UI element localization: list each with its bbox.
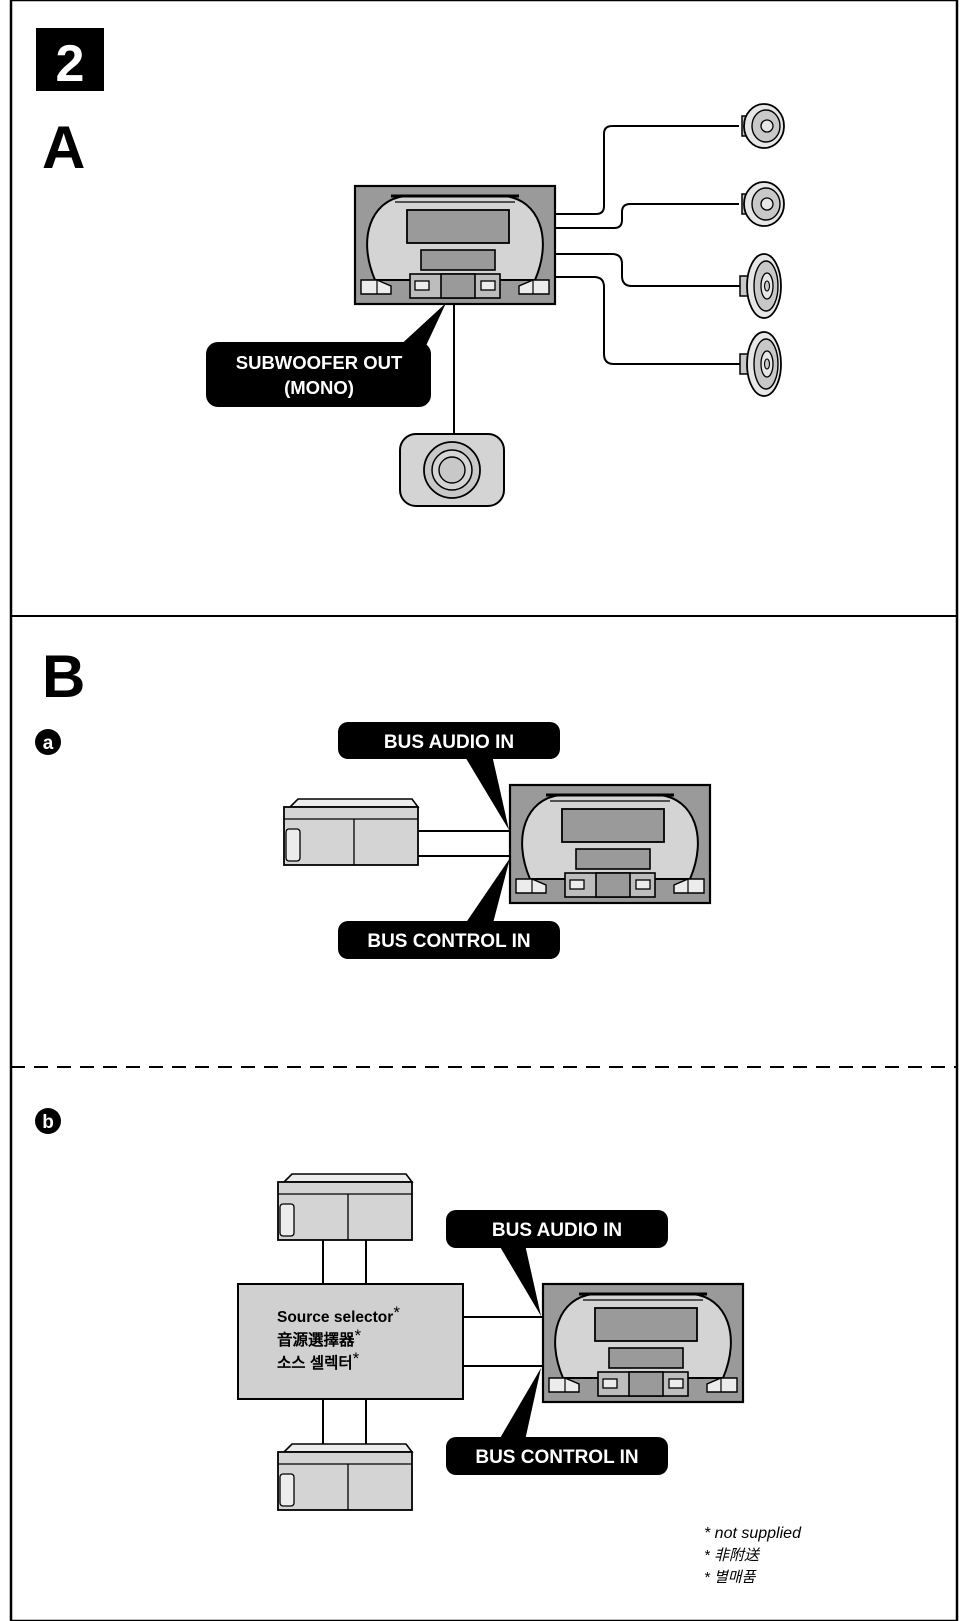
bus-audio-in-callout-a: BUS AUDIO IN [338,722,560,830]
not-supplied-asterisk-ko: * [353,1349,360,1368]
not-supplied-asterisk: * [393,1303,400,1322]
subwoofer-out-callout: SUBWOOFER OUT (MONO) [206,303,446,407]
source-selector-label-en: Source selector [277,1309,393,1326]
sub-a-marker: a [43,733,54,754]
sub-b-marker-circle [35,1108,61,1134]
svg-text:音源選擇器*: 音源選擇器* [277,1326,362,1349]
sub-a-marker-circle [35,729,61,755]
footnote-ko: * 별매품 [704,1569,757,1586]
footnote-zh: * 非附送 [704,1547,761,1564]
rear-right-speaker [739,331,782,397]
figure-number-badge [36,28,104,91]
source-selector-box: Source selector* 音源選擇器* 소스 셀렉터* [237,1283,464,1400]
subwoofer-mono-label: (MONO) [284,377,354,398]
section-a-letter: A [42,114,85,181]
footnotes: * not supplied * 非附送 * 별매품 [704,1525,802,1586]
car-stereo-unit-b [541,1282,745,1404]
bus-audio-in-callout-b: BUS AUDIO IN [446,1210,668,1316]
cd-changer-a [283,798,419,866]
subwoofer-out-label: SUBWOOFER OUT [236,352,403,373]
page-frame [9,0,959,1621]
front-left-speaker [741,103,785,149]
sub-b-marker: b [42,1112,54,1133]
bus-control-in-callout-a: BUS CONTROL IN [338,858,560,959]
svg-text:소스 셀렉터*: 소스 셀렉터* [277,1349,360,1372]
wires-section-a [453,125,741,435]
front-right-speaker [741,181,785,227]
subwoofer [399,433,505,507]
svg-text:Source selector*: Source selector* [277,1303,400,1326]
bus-audio-in-label-b: BUS AUDIO IN [492,1220,622,1241]
not-supplied-asterisk-zh: * [355,1326,362,1345]
wires-sub-b [322,1240,542,1446]
source-selector-label-zh: 音源選擇器 [277,1330,355,1349]
section-b-letter: B [42,643,85,710]
wires-sub-a [418,830,510,857]
figure-number: 2 [56,35,85,93]
footnote-en: * not supplied [704,1525,802,1542]
bus-control-in-label-b: BUS CONTROL IN [475,1447,638,1468]
bus-control-in-label-a: BUS CONTROL IN [367,931,530,952]
bus-control-in-callout-b: BUS CONTROL IN [446,1368,668,1475]
source-selector-label-ko: 소스 셀렉터 [277,1354,353,1372]
cd-changer-bottom [277,1443,413,1511]
cd-changer-top [277,1173,413,1241]
rear-left-speaker [739,253,782,319]
car-stereo-unit-a [508,783,712,905]
bus-audio-in-label-a: BUS AUDIO IN [384,732,514,753]
car-stereo-unit [353,184,557,306]
